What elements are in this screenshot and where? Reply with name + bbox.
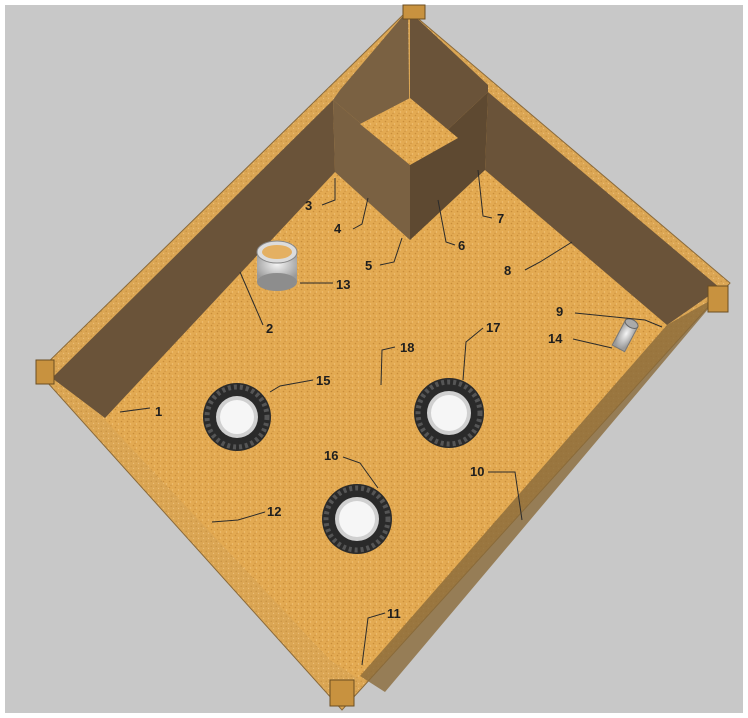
tire-object-15 — [203, 383, 271, 451]
callout-11: 11 — [387, 606, 401, 621]
callout-5: 5 — [365, 258, 372, 273]
callout-2: 2 — [266, 321, 273, 336]
tire-object-16 — [322, 484, 392, 554]
callout-16: 16 — [324, 448, 338, 463]
corner-post-top — [403, 5, 425, 19]
callout-6: 6 — [458, 238, 465, 253]
callout-18: 18 — [400, 340, 414, 355]
corner-post-right — [708, 286, 728, 312]
pipe-object-large — [257, 241, 297, 291]
corner-post-left — [36, 360, 54, 384]
callout-1: 1 — [155, 404, 162, 419]
callout-8: 8 — [504, 263, 511, 278]
callout-13: 13 — [336, 277, 350, 292]
callout-14: 14 — [548, 331, 563, 346]
tire-object-17 — [414, 378, 484, 448]
callout-7: 7 — [497, 211, 504, 226]
corner-post-bottom — [330, 680, 354, 706]
callout-12: 12 — [267, 504, 281, 519]
callout-17: 17 — [486, 320, 500, 335]
callout-3: 3 — [305, 198, 312, 213]
callout-15: 15 — [316, 373, 330, 388]
callout-10: 10 — [470, 464, 484, 479]
callout-9: 9 — [556, 304, 563, 319]
callout-4: 4 — [334, 221, 342, 236]
